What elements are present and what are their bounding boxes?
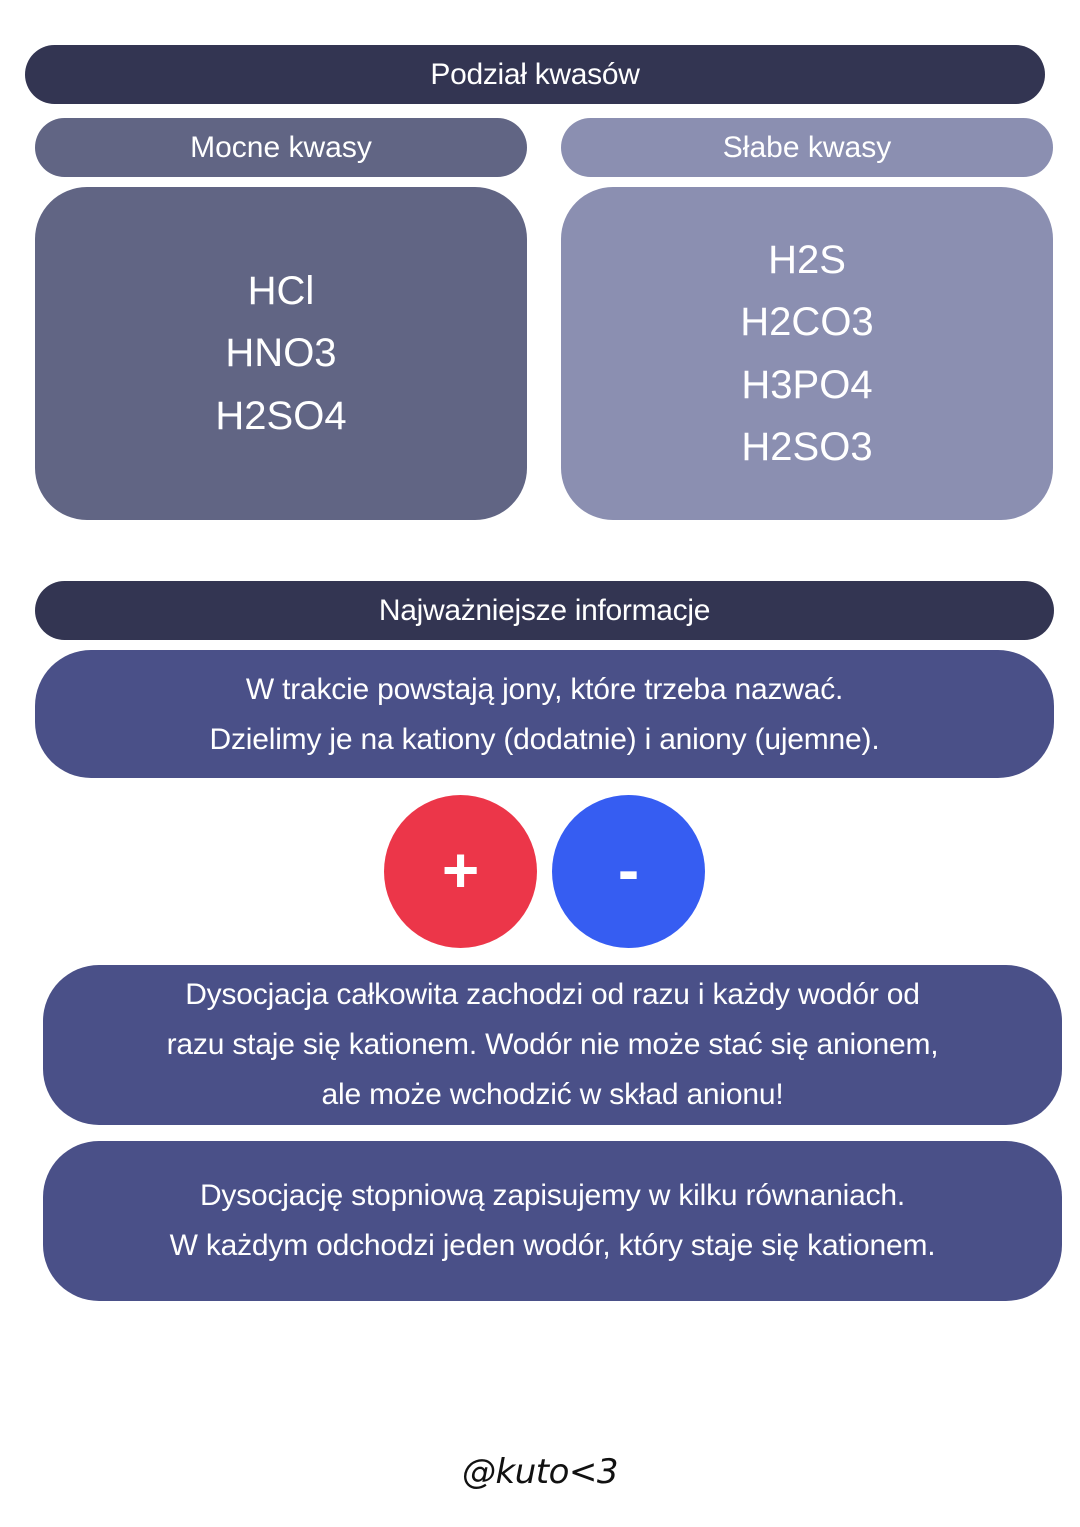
stepwise-dissociation-line: W każdym odchodzi jeden wodór, który sta… <box>169 1229 936 1262</box>
weak-acids-header: Słabe kwasy <box>561 118 1053 177</box>
stepwise-dissociation-note: Dysocjację stopniową zapisujemy w kilku … <box>43 1141 1062 1301</box>
weak-acids-list: H2S H2CO3 H3PO4 H2SO3 <box>561 187 1053 520</box>
ions-note: W trakcie powstają jony, które trzeba na… <box>35 650 1054 778</box>
cation-symbol: + <box>384 795 537 948</box>
strong-acids-header: Mocne kwasy <box>35 118 527 177</box>
acid-item: H2S <box>768 237 846 282</box>
full-dissociation-line: Dysocjacja całkowita zachodzi od razu i … <box>185 978 920 1011</box>
ions-note-line: Dzielimy je na kationy (dodatnie) i anio… <box>209 723 880 756</box>
full-dissociation-note: Dysocjacja całkowita zachodzi od razu i … <box>43 965 1062 1125</box>
full-dissociation-line: razu staje się kationem. Wodór nie może … <box>166 1028 939 1061</box>
acid-classification-title-text: Podział kwasów <box>430 57 640 91</box>
plus-icon: + <box>441 833 480 906</box>
acid-item: HCl <box>247 268 315 313</box>
acid-item: H3PO4 <box>741 362 873 407</box>
weak-acids-header-text: Słabe kwasy <box>722 130 892 164</box>
key-info-title-text: Najważniejsze informacje <box>378 593 711 627</box>
minus-icon: - <box>617 833 640 906</box>
acid-item: H2SO4 <box>215 393 347 438</box>
strong-acids-list: HCl HNO3 H2SO4 <box>35 187 527 520</box>
acid-item: H2SO3 <box>741 425 873 469</box>
acid-item: H2CO3 <box>740 300 874 344</box>
stepwise-dissociation-line: Dysocjację stopniową zapisujemy w kilku … <box>199 1179 906 1212</box>
anion-symbol: - <box>552 795 705 948</box>
acid-classification-title: Podział kwasów <box>25 45 1045 104</box>
key-info-title: Najważniejsze informacje <box>35 581 1054 640</box>
strong-acids-header-text: Mocne kwasy <box>190 130 372 164</box>
full-dissociation-line: ale może wchodzić w skład anionu! <box>321 1078 784 1111</box>
ions-note-line: W trakcie powstają jony, które trzeba na… <box>245 673 844 706</box>
acid-item: HNO3 <box>225 331 337 376</box>
author-signature: @kuto<3 <box>462 1452 619 1492</box>
